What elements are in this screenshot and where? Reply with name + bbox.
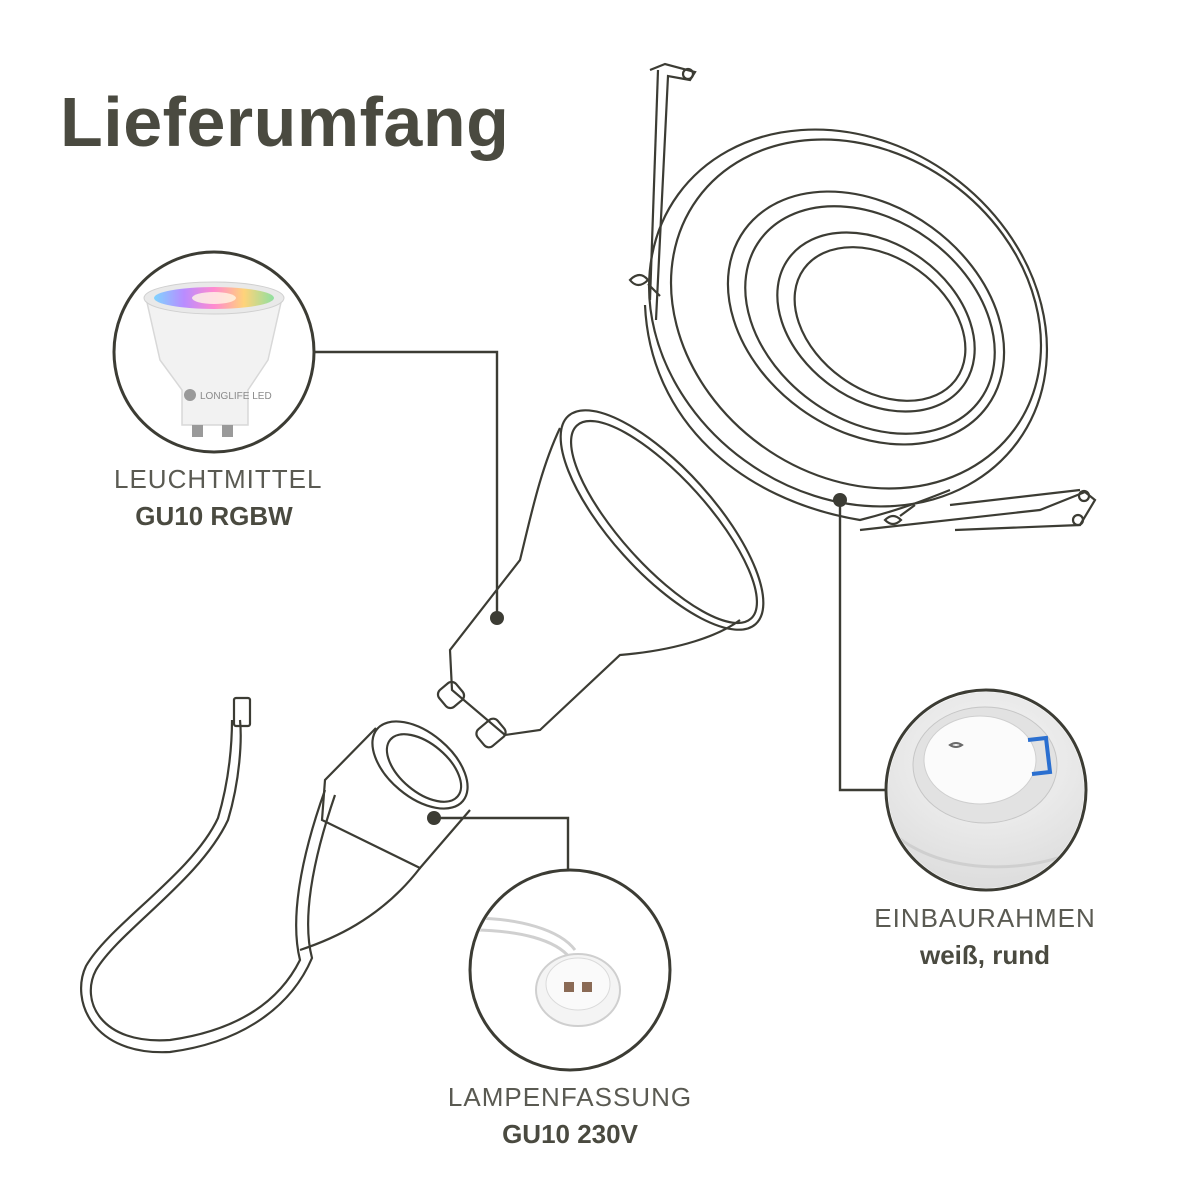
bulb-brand-label: LONGLIFE LED (200, 391, 272, 402)
frame-name: EINBAURAHMEN (874, 903, 1096, 933)
bulb-drawing (436, 409, 765, 749)
socket-callout-dot (427, 811, 441, 825)
socket-caption: LAMPENFASSUNG GU10 230V (440, 1082, 700, 1150)
frame-photo (884, 688, 1088, 892)
socket-name: LAMPENFASSUNG (447, 1082, 693, 1112)
bulb-detail: GU10 RGBW (135, 501, 293, 531)
socket-photo (468, 868, 672, 1072)
page-title: Lieferumfang (60, 83, 510, 161)
bulb-photo: LONGLIFE LED (112, 250, 316, 454)
bulb-name: LEUCHTMITTEL (114, 464, 323, 494)
bulb-callout-dot (490, 611, 504, 625)
callout-lines (314, 350, 888, 872)
frame-caption: EINBAURAHMEN weiß, rund (865, 903, 1105, 971)
frame-callout-dot (833, 493, 847, 507)
frame-drawing (628, 62, 1097, 532)
socket-drawing (80, 696, 471, 1054)
frame-detail: weiß, rund (920, 940, 1050, 970)
bulb-caption: LEUCHTMITTEL GU10 RGBW (114, 464, 323, 532)
socket-detail: GU10 230V (502, 1119, 638, 1149)
